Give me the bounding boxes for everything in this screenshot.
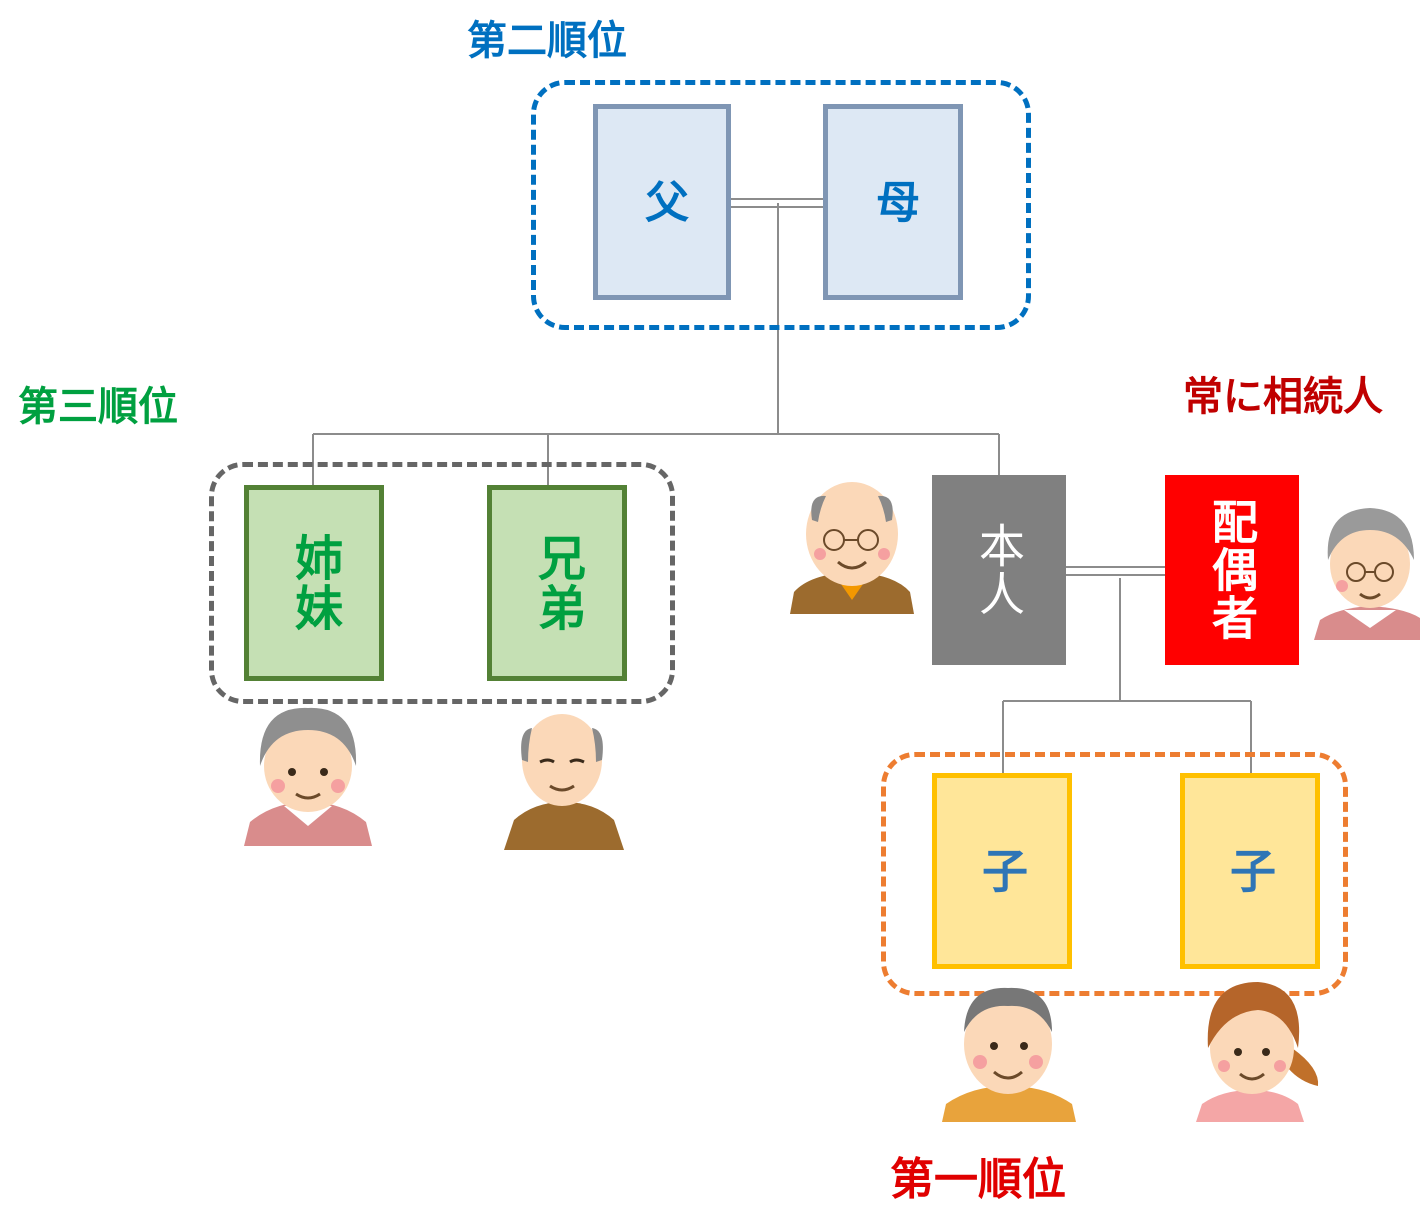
brother-man-illustration [504, 714, 624, 850]
self-box: 本人 [932, 475, 1066, 665]
third-rank-label: 第三順位 [18, 384, 178, 430]
child-label-1: 子 [975, 847, 1029, 895]
sister-woman-illustration [244, 707, 372, 846]
brother-box: 兄弟 [487, 485, 627, 681]
child-label-2: 子 [1223, 847, 1277, 895]
sister-box: 姉妹 [244, 485, 384, 681]
second-rank-label: 第二順位 [467, 18, 627, 64]
first-rank-label: 第一順位 [890, 1154, 1066, 1205]
father-label: 父 [637, 179, 688, 225]
self-label: 本人 [972, 522, 1026, 618]
child-man-illustration [942, 987, 1076, 1122]
always-heir-label: 常に相続人 [1183, 374, 1383, 420]
brother-label: 兄弟 [529, 533, 585, 633]
spouse-label: 配偶者 [1205, 498, 1259, 642]
self-man-illustration [790, 482, 914, 614]
mother-label: 母 [868, 179, 919, 225]
sister-label: 姉妹 [286, 533, 342, 633]
spouse-box: 配偶者 [1165, 475, 1299, 665]
spouse-woman-illustration [1314, 508, 1420, 640]
child-box-1: 子 [932, 773, 1072, 969]
mother-box: 母 [823, 104, 963, 300]
second-rank-group [531, 80, 1031, 330]
third-rank-group [209, 462, 675, 704]
child-woman-illustration [1196, 982, 1319, 1122]
father-box: 父 [593, 104, 731, 300]
child-box-2: 子 [1180, 773, 1320, 969]
first-rank-group [881, 752, 1348, 996]
